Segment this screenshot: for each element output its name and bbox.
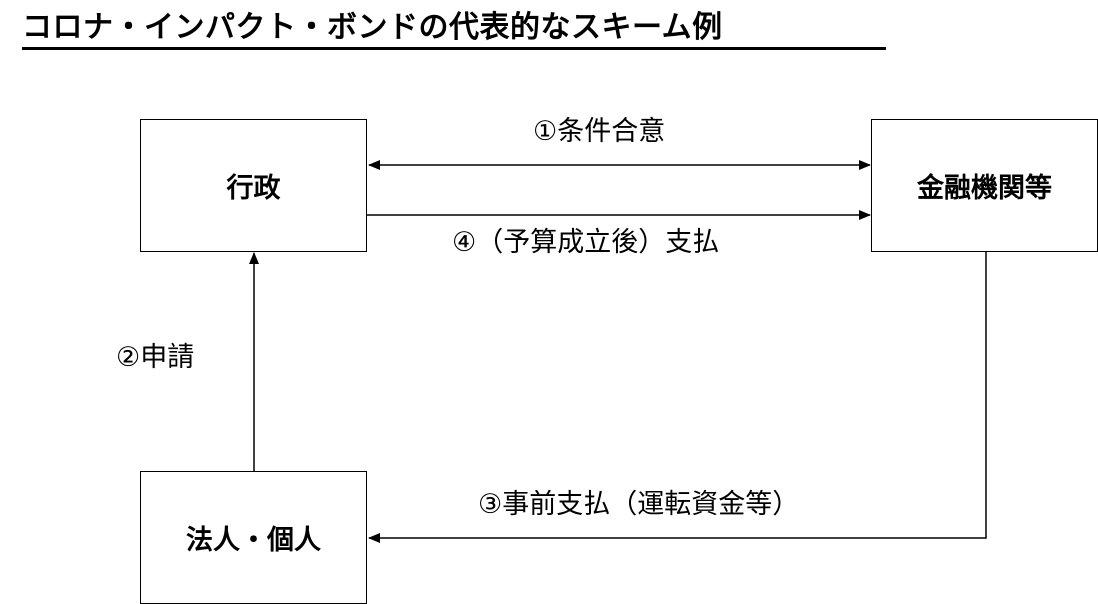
node-corporation-individual: 法人・個人 [140, 471, 367, 604]
diagram-title: コロナ・インパクト・ボンドの代表的なスキーム例 [22, 10, 723, 45]
edge-payment-label: ④（予算成立後）支払 [452, 227, 720, 258]
node-corporation-individual-label: 法人・個人 [186, 525, 321, 556]
node-financial-institution-label: 金融機関等 [917, 173, 1052, 204]
node-gyosei-label: 行政 [226, 173, 281, 204]
node-financial-institution: 金融機関等 [871, 119, 1098, 252]
node-gyosei: 行政 [140, 119, 367, 252]
edge-advance-payment-arrow [368, 252, 987, 543]
edge-application-label: ②申請 [116, 342, 195, 373]
edge-advance-payment-label: ③事前支払（運転資金等） [478, 489, 800, 520]
edge-agreement-label: ①条件合意 [533, 116, 666, 147]
title-underline [22, 47, 886, 50]
